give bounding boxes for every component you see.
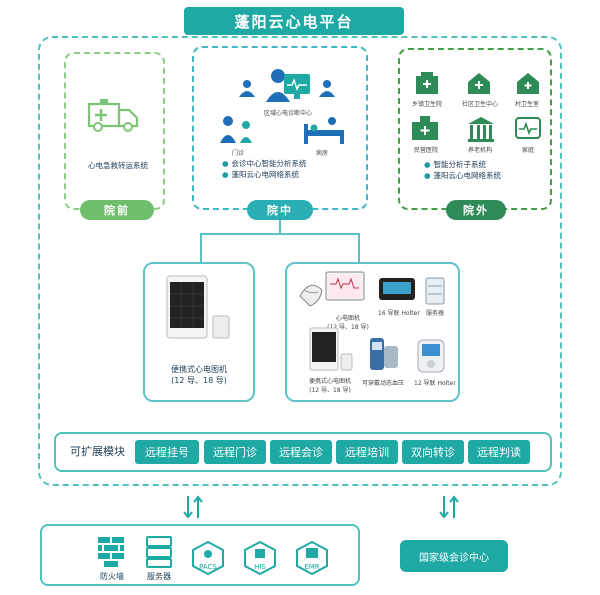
mid-bullet-2: 蓬阳云心电网络系统 bbox=[231, 170, 300, 179]
out-hospital-pill: 院外 bbox=[446, 200, 506, 220]
site-label-5: 养老机构 bbox=[468, 147, 493, 154]
village-clinic-icon bbox=[517, 73, 539, 94]
his-icon bbox=[244, 540, 276, 576]
platform-frame bbox=[38, 36, 562, 486]
portable-ecg-small-icon bbox=[309, 327, 353, 371]
clinic-icon bbox=[220, 116, 252, 143]
hospital-bed-icon bbox=[304, 117, 344, 144]
portable-ecg-label-line1: 便携式心电图机 bbox=[171, 365, 227, 374]
ecg-machine-label-line1: 心电图机 bbox=[335, 315, 360, 322]
holter-12-label: 12 导联 Holter bbox=[414, 380, 456, 387]
infrastructure-panel bbox=[40, 524, 360, 586]
mid-bullets: ●会诊中心智能分析系统 ●蓬阳云心电网络系统 bbox=[222, 159, 307, 179]
national-consultation-center: 国家级会诊中心 bbox=[400, 540, 508, 572]
site-label-6: 家庭 bbox=[522, 147, 535, 154]
clinic-label: 门诊 bbox=[232, 150, 245, 157]
his-label: HIS bbox=[254, 563, 266, 571]
ecg-machine-label-line2: (12 导、18 导) bbox=[327, 324, 369, 331]
pre-hospital-pill: 院前 bbox=[80, 200, 154, 220]
portable-ecg-label: 便携式心电图机 (12 导、18 导) bbox=[150, 364, 248, 386]
pacs-icon bbox=[192, 540, 224, 576]
bidirectional-arrow-icon bbox=[183, 495, 203, 519]
page-title: 蓬阳云心电平台 bbox=[184, 7, 404, 35]
family-health-icon bbox=[515, 117, 541, 139]
doctor-icon bbox=[239, 80, 255, 97]
private-hospital-icon bbox=[412, 116, 438, 140]
server-icon bbox=[425, 277, 445, 305]
portable-ecg-device-icon bbox=[166, 275, 230, 339]
bidirectional-arrow-icon bbox=[439, 495, 459, 519]
right-bullets: ●智能分析子系统 ●蓬阳云心电网络系统 bbox=[424, 160, 502, 180]
infra-server-label: 服务器 bbox=[147, 572, 171, 581]
township-hospital-icon bbox=[416, 72, 438, 94]
site-label-2: 社区卫生中心 bbox=[462, 101, 499, 108]
holter-16-lead-icon bbox=[379, 278, 415, 300]
device-server-label: 服务器 bbox=[426, 310, 445, 317]
community-health-center-icon bbox=[468, 73, 490, 94]
emr-icon bbox=[296, 540, 328, 576]
holter-16-label: 16 导联 Holter bbox=[378, 310, 420, 317]
portable-ecg-small-label-line2: (12 导、18 导) bbox=[309, 387, 351, 394]
portable-ecg-label-line2: (12 导、18 导) bbox=[171, 376, 227, 385]
blood-pressure-monitor-icon bbox=[370, 338, 398, 370]
pacs-label: PACS bbox=[199, 563, 217, 571]
connector bbox=[200, 233, 360, 235]
ecg-machine-icon bbox=[299, 271, 365, 307]
module-remote-outpatient[interactable]: 远程门诊 bbox=[204, 440, 266, 464]
portable-ecg-small-label-line1: 便携式心电图机 bbox=[308, 378, 351, 385]
connector bbox=[200, 233, 202, 263]
right-bullet-1: 智能分析子系统 bbox=[433, 160, 487, 169]
diagnosis-center-icon bbox=[266, 69, 310, 102]
extension-modules-bar bbox=[54, 432, 552, 472]
connector bbox=[279, 220, 281, 234]
elderly-care-icon bbox=[468, 117, 494, 142]
ward-label: 病房 bbox=[316, 150, 329, 157]
site-label-4: 民营医院 bbox=[414, 147, 439, 154]
module-remote-registration[interactable]: 远程挂号 bbox=[135, 440, 199, 464]
emr-label: EMR bbox=[304, 563, 320, 571]
site-label-3: 村卫生室 bbox=[515, 101, 540, 108]
pre-hospital-system-label: 心电急救转运系统 bbox=[88, 161, 148, 170]
ecg-machine-label: 心电图机 (12 导、18 导) bbox=[326, 313, 370, 331]
firewall-label: 防火墙 bbox=[100, 572, 124, 581]
diagnosis-center-label: 区域心电诊断中心 bbox=[263, 110, 312, 117]
holter-12-lead-icon bbox=[417, 339, 445, 373]
doctor-icon bbox=[319, 80, 335, 97]
server-rack-icon bbox=[146, 536, 172, 568]
connector bbox=[358, 233, 360, 263]
in-hospital-pill: 院中 bbox=[247, 200, 313, 220]
module-remote-training[interactable]: 远程培训 bbox=[336, 440, 398, 464]
site-label-1: 乡镇卫生院 bbox=[412, 101, 443, 108]
module-two-way-referral[interactable]: 双向转诊 bbox=[402, 440, 464, 464]
bp-monitor-label: 可穿戴动态血压 bbox=[362, 380, 405, 387]
module-remote-consultation[interactable]: 远程会诊 bbox=[270, 440, 332, 464]
mid-bullet-1: 会诊中心智能分析系统 bbox=[231, 159, 307, 168]
ambulance-icon bbox=[87, 99, 139, 132]
right-bullet-2: 蓬阳云心电网络系统 bbox=[433, 171, 502, 180]
modules-label: 可扩展模块 bbox=[70, 445, 125, 458]
firewall-icon bbox=[98, 537, 124, 567]
module-remote-interpretation[interactable]: 远程判读 bbox=[468, 440, 530, 464]
portable-ecg-small-label: 便携式心电图机 (12 导、18 导) bbox=[300, 376, 360, 394]
